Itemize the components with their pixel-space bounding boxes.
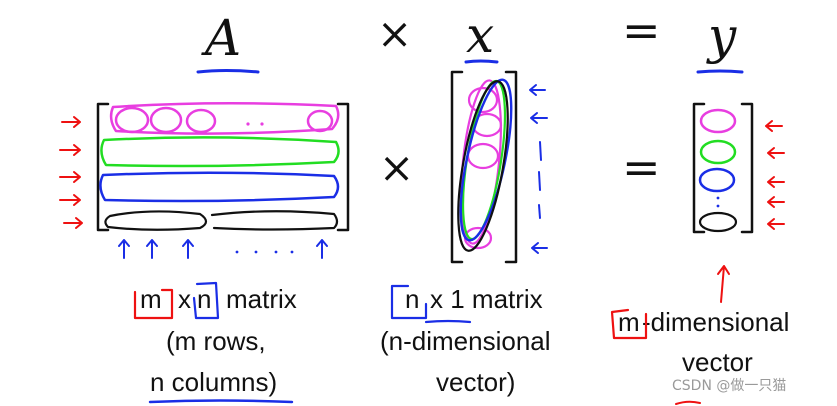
arrow-icon bbox=[59, 171, 81, 183]
arrow-icon bbox=[59, 144, 81, 156]
n-highlight-box bbox=[192, 281, 220, 320]
result-caption: m -dimensional vector bbox=[610, 307, 789, 405]
arrow-icon bbox=[316, 239, 328, 259]
result-pointer-arrow-icon bbox=[717, 265, 730, 303]
matrix-column-arrows bbox=[118, 239, 328, 259]
caption-matrix: matrix bbox=[226, 284, 297, 314]
result-entry-4 bbox=[698, 211, 738, 233]
caption-vector-rest: x 1 matrix bbox=[430, 284, 543, 314]
arrow-icon bbox=[63, 217, 83, 229]
watermark: CSDN @做一只猫 bbox=[672, 378, 786, 394]
matrix-row-3 bbox=[99, 171, 340, 203]
matrix-symbol-A: A bbox=[201, 9, 241, 67]
matrix-A bbox=[59, 101, 350, 259]
caption-vector-line3: vector) bbox=[436, 367, 515, 397]
result-entry-2 bbox=[699, 139, 737, 165]
matrix-caption: m x n matrix (m rows, n columns) bbox=[133, 281, 297, 404]
arrow-icon bbox=[146, 239, 158, 259]
arrow-icon bbox=[529, 84, 546, 96]
matrix-row-arrows bbox=[59, 116, 83, 229]
vector-left-bracket bbox=[450, 70, 464, 264]
matrix-left-bracket bbox=[96, 102, 110, 232]
m-highlight-box bbox=[133, 288, 174, 320]
caption-rows: (m rows, bbox=[166, 326, 266, 356]
vector-symbol-underline bbox=[464, 59, 499, 64]
equals-symbol-middle: = bbox=[622, 140, 661, 194]
arrow-icon bbox=[118, 239, 130, 259]
caption-result-rest: -dimensional bbox=[642, 307, 789, 337]
matrix-entry-circle bbox=[185, 108, 217, 134]
equals-symbol-top: = bbox=[622, 3, 661, 57]
arrow-icon bbox=[767, 218, 785, 230]
result-left-bracket bbox=[692, 102, 706, 234]
matrix-entry-circle bbox=[149, 106, 183, 134]
arrow-icon bbox=[767, 147, 785, 159]
caption-m: m bbox=[140, 284, 162, 314]
vector-row-arrows bbox=[529, 84, 548, 254]
caption-vector-line2: (n-dimensional bbox=[380, 326, 551, 356]
result-symbol-underline bbox=[696, 69, 744, 74]
times-symbol-middle: × bbox=[379, 143, 414, 192]
matrix-row-4 bbox=[104, 210, 339, 231]
arrow-icon bbox=[767, 196, 785, 208]
vector-symbol-x: x bbox=[466, 6, 494, 64]
caption-n: n bbox=[197, 284, 211, 314]
result-row-arrows bbox=[765, 120, 785, 230]
vector-entries-black bbox=[457, 80, 509, 252]
arrow-icon bbox=[61, 116, 81, 128]
arrow-icon bbox=[530, 112, 548, 124]
vector-n-highlight-box bbox=[390, 284, 428, 320]
caption-x: x bbox=[178, 284, 191, 314]
result-right-bracket bbox=[740, 102, 754, 234]
result-entry-3 bbox=[698, 167, 736, 193]
caption-result-line2: vector bbox=[682, 347, 753, 377]
matrix-symbol-underline bbox=[196, 69, 260, 74]
vector-caption: n x 1 matrix (n-dimensional vector) bbox=[380, 284, 551, 397]
arrow-icon bbox=[59, 194, 81, 206]
arrow-icon bbox=[531, 242, 548, 254]
result-m-highlight-box bbox=[610, 308, 648, 340]
vector-y bbox=[692, 102, 785, 303]
matrix-entry-circle bbox=[306, 109, 334, 133]
matrix-entry-circle bbox=[114, 106, 150, 134]
caption-columns: n columns) bbox=[150, 367, 277, 397]
arrow-icon bbox=[182, 239, 194, 259]
vector-x bbox=[450, 70, 548, 264]
vector-right-bracket bbox=[504, 70, 518, 264]
caption-result-m: m bbox=[618, 307, 640, 337]
matrix-row-2 bbox=[100, 136, 340, 168]
arrow-icon bbox=[767, 176, 785, 188]
matrix-right-bracket bbox=[336, 102, 350, 232]
arrow-icon bbox=[765, 120, 783, 132]
caption-vector-n: n bbox=[405, 284, 419, 314]
result-entry-1 bbox=[699, 108, 737, 134]
columns-underline bbox=[148, 399, 294, 404]
times-symbol-top: × bbox=[377, 9, 412, 58]
matrix-row-1 bbox=[109, 101, 340, 135]
result-symbol-y: y bbox=[706, 7, 737, 65]
